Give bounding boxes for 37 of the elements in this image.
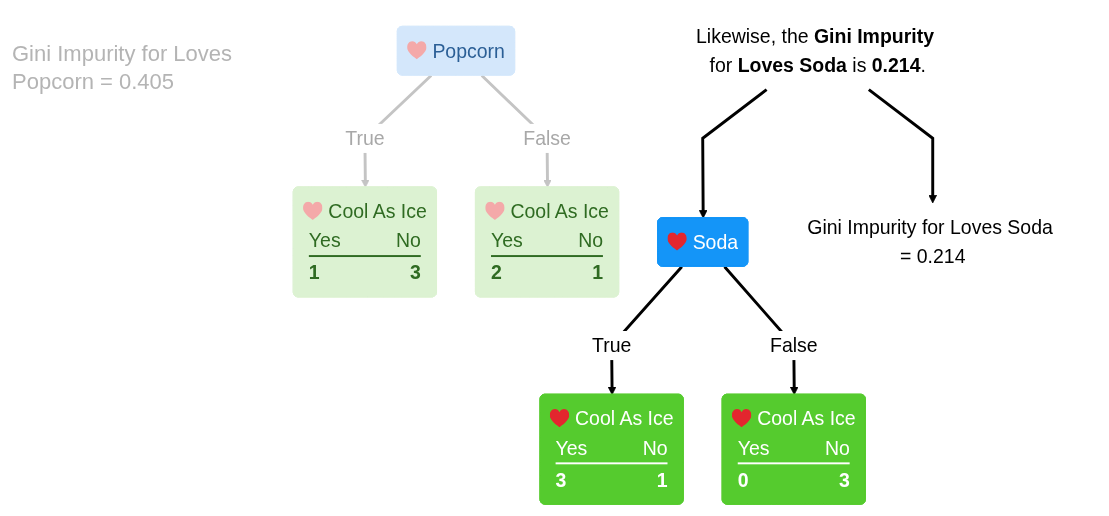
leaf-node — [539, 393, 684, 505]
count-value: 3 — [410, 260, 421, 286]
count-value: 1 — [592, 260, 604, 286]
node-title: Cool As Ice — [757, 407, 856, 430]
decision-node — [396, 25, 516, 76]
arrow — [867, 88, 937, 204]
count-value: 2 — [491, 260, 502, 286]
count-value: 3 — [839, 468, 850, 493]
column-header: No — [642, 436, 668, 461]
annotation-text: Gini Impurity for Loves Soda = 0.214 — [807, 216, 1053, 268]
leaf-node — [292, 186, 437, 298]
edge-label: True — [345, 123, 385, 153]
node-title: Cool As Ice — [328, 200, 427, 222]
arrow — [698, 88, 768, 219]
column-header: No — [824, 436, 850, 461]
column-header: Yes — [308, 228, 341, 254]
column-header: No — [396, 228, 421, 254]
count-value: 1 — [656, 468, 668, 493]
node-title: Cool As Ice — [510, 200, 609, 222]
column-header: Yes — [737, 436, 770, 461]
leaf-node — [474, 186, 620, 298]
node-title: Soda — [692, 231, 739, 253]
edge-label: False — [770, 331, 818, 361]
leaf-node — [721, 393, 866, 505]
node-title: Popcorn — [432, 40, 505, 62]
annotation-text: Likewise, the Gini Impurity for Loves Soda is 0.214. — [696, 25, 934, 76]
column-header: No — [578, 228, 604, 254]
count-value: 3 — [555, 468, 567, 493]
node-title: Cool As Ice — [575, 407, 674, 430]
decision-node — [657, 217, 749, 267]
edge-label: True — [592, 331, 632, 361]
column-header: Yes — [555, 436, 588, 461]
column-header: Yes — [491, 228, 523, 254]
edge-label: False — [523, 123, 571, 153]
count-value: 0 — [737, 468, 749, 493]
count-value: 1 — [308, 260, 320, 286]
note-text: Gini Impurity for Loves Popcorn = 0.405 — [12, 40, 234, 95]
